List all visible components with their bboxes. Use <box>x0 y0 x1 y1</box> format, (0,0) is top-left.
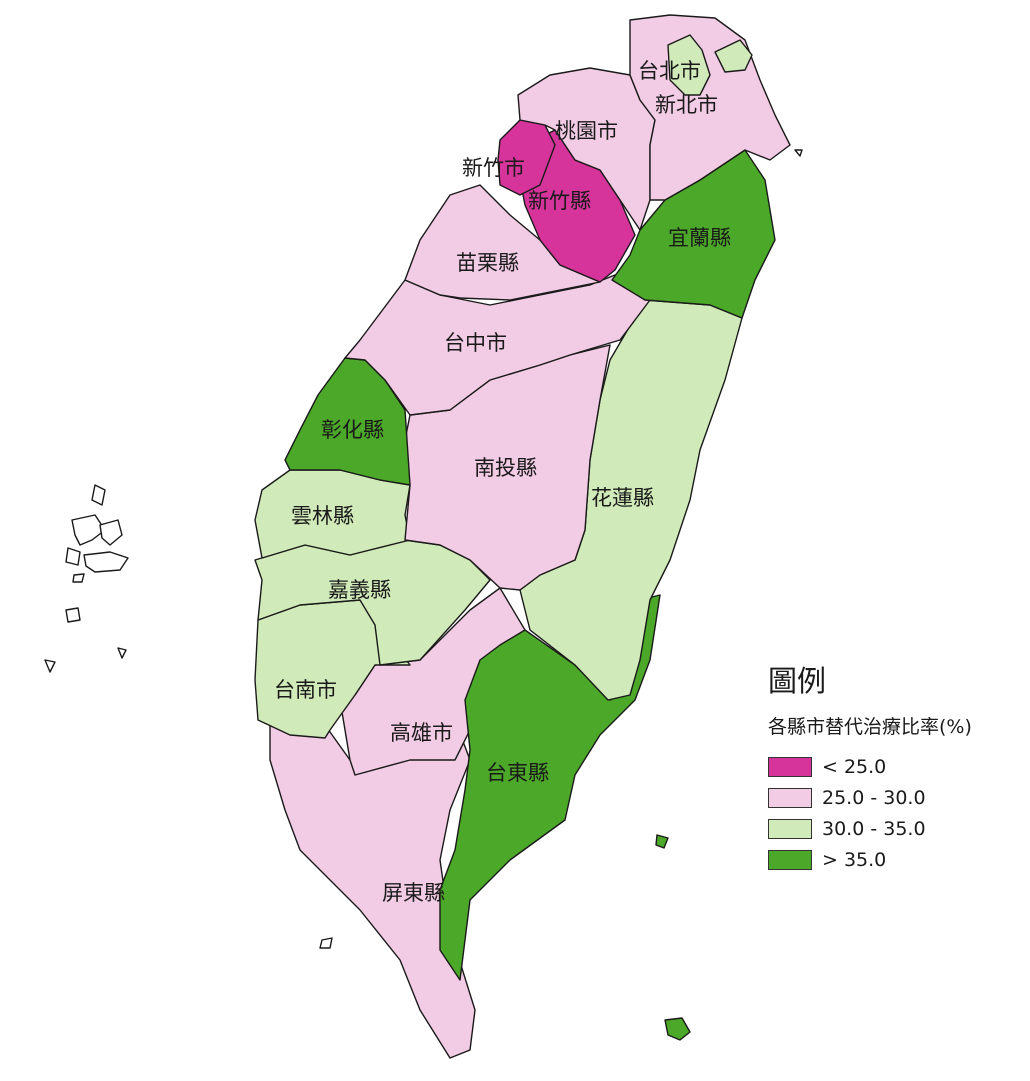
label-chiayi-county: 嘉義縣 <box>328 578 391 602</box>
region-taipei-city[interactable] <box>667 34 711 96</box>
label-yunlin-county: 雲林縣 <box>291 504 354 528</box>
orchid-island <box>664 1017 691 1041</box>
label-hsinchu-county: 新竹縣 <box>528 189 591 213</box>
label-kaohsiung-city: 高雄市 <box>390 721 453 745</box>
label-hualien-county: 花蓮縣 <box>591 486 654 510</box>
map-legend: 圖例 各縣市替代治療比率(%) < 25.0 25.0 - 30.0 30.0 … <box>768 658 1026 875</box>
legend-title: 圖例 <box>768 664 827 698</box>
region-taoyuan-city[interactable] <box>517 67 656 231</box>
label-pingtung-county: 屏東縣 <box>382 881 445 905</box>
label-taitung-county: 台東縣 <box>486 761 549 785</box>
liuqiu-island <box>319 937 333 949</box>
legend-label: 25.0 - 30.0 <box>822 786 926 809</box>
legend-item: < 25.0 <box>768 751 1026 782</box>
guishan-island <box>794 149 803 157</box>
label-hsinchu-city: 新竹市 <box>462 156 525 180</box>
legend-label: 30.0 - 35.0 <box>822 817 926 840</box>
penghu-islands <box>44 484 129 673</box>
label-taichung-city: 台中市 <box>444 331 507 355</box>
label-new-taipei-city: 新北市 <box>655 93 718 117</box>
legend-item: 25.0 - 30.0 <box>768 782 1026 813</box>
region-miaoli-county[interactable] <box>404 184 601 301</box>
label-taoyuan-city: 桃園市 <box>555 119 618 143</box>
label-yilan-county: 宜蘭縣 <box>668 226 731 250</box>
label-miaoli-county: 苗栗縣 <box>456 251 519 275</box>
legend-label: < 25.0 <box>822 755 887 778</box>
legend-swatch <box>768 818 812 839</box>
legend-label: > 35.0 <box>822 848 887 871</box>
legend-item: > 35.0 <box>768 844 1026 875</box>
label-taipei-city: 台北市 <box>638 59 701 83</box>
legend-swatch <box>768 787 812 808</box>
region-keelung-city[interactable] <box>714 39 753 73</box>
label-tainan-city: 台南市 <box>274 678 337 702</box>
legend-swatch <box>768 849 812 870</box>
green-island <box>655 834 669 849</box>
region-taichung-city[interactable] <box>344 274 651 416</box>
legend-subtitle: 各縣市替代治療比率(%) <box>768 716 972 738</box>
label-nantou-county: 南投縣 <box>474 456 537 480</box>
legend-swatch <box>768 756 812 777</box>
legend-item: 30.0 - 35.0 <box>768 813 1026 844</box>
label-changhua-county: 彰化縣 <box>321 418 384 442</box>
